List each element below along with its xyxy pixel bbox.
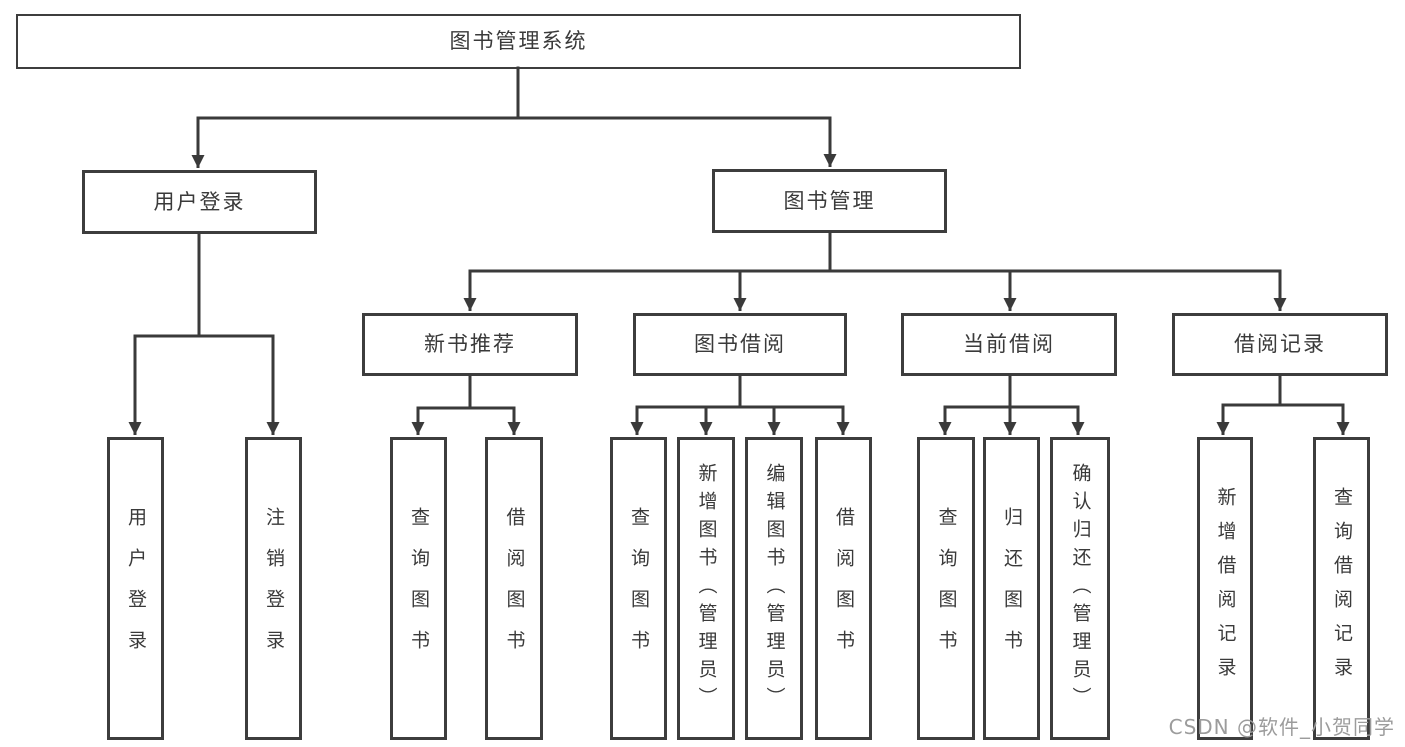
leaf-return-books: 归还图书 [983,437,1040,740]
leaf-label-query-borrow-record: 查询借阅记录 [1331,486,1353,691]
leaf-recommend-query-books: 查询图书 [390,437,447,740]
node-current-borrowing: 当前借阅 [901,313,1117,376]
branch-current-borrowing [938,374,1085,435]
node-label-new-book-recommend: 新书推荐 [424,332,516,356]
leaf-borrowing-borrow-books: 借阅图书 [815,437,872,740]
leaf-confirm-return-admin: 确认归还（管理员） [1050,437,1110,740]
leaf-add-borrow-record: 新增借阅记录 [1197,437,1253,740]
leaf-current-query-books: 查询图书 [917,437,975,740]
leaf-label-logout: 注销登录 [263,506,285,671]
csdn-watermark: CSDN @软件_小贺同学 [1168,715,1395,739]
leaf-query-borrow-record: 查询借阅记录 [1313,437,1370,740]
branch-root [191,66,837,168]
node-library-management-system: 图书管理系统 [16,14,1021,69]
leaf-label-return-books: 归还图书 [1001,506,1023,671]
branch-user-login [128,231,280,435]
leaf-edit-books-admin: 编辑图书（管理员） [745,437,803,740]
leaf-label-recommend-borrow-books: 借阅图书 [503,506,526,671]
leaf-label-recommend-query-books: 查询图书 [408,506,430,671]
leaf-label-add-borrow-record: 新增借阅记录 [1214,486,1237,691]
leaf-label-borrowing-borrow-books: 借阅图书 [833,506,855,671]
leaf-label-add-books-admin: 新增图书（管理员） [695,462,718,715]
node-label-user-login: 用户登录 [153,189,246,214]
leaf-label-confirm-return-admin: 确认归还（管理员） [1069,462,1092,715]
leaf-label-current-query-books: 查询图书 [935,506,958,671]
node-label-book-borrowing: 图书借阅 [694,332,786,356]
node-label-current-borrowing: 当前借阅 [963,332,1055,356]
leaf-label-borrowing-query-books: 查询图书 [628,506,650,671]
node-book-management: 图书管理 [712,169,947,233]
node-label-borrowing-records: 借阅记录 [1234,332,1326,356]
branch-book-borrowing [630,374,850,435]
leaf-label-edit-books-admin: 编辑图书（管理员） [763,462,786,715]
node-label-book-management: 图书管理 [783,188,876,213]
leaf-add-books-admin: 新增图书（管理员） [677,437,735,740]
leaf-logout: 注销登录 [245,437,302,740]
node-label-root: 图书管理系统 [449,29,588,53]
branch-new-book-recommend [411,374,521,435]
node-new-book-recommend: 新书推荐 [362,313,578,376]
node-borrowing-records: 借阅记录 [1172,313,1388,376]
node-user-login: 用户登录 [82,170,317,234]
node-book-borrowing: 图书借阅 [633,313,847,376]
branch-borrowing-records [1216,374,1350,435]
leaf-recommend-borrow-books: 借阅图书 [485,437,543,740]
leaf-borrowing-query-books: 查询图书 [610,437,667,740]
branch-book-management [463,231,1287,311]
leaf-user-login: 用户登录 [107,437,164,740]
leaf-label-user-login: 用户登录 [125,506,147,671]
